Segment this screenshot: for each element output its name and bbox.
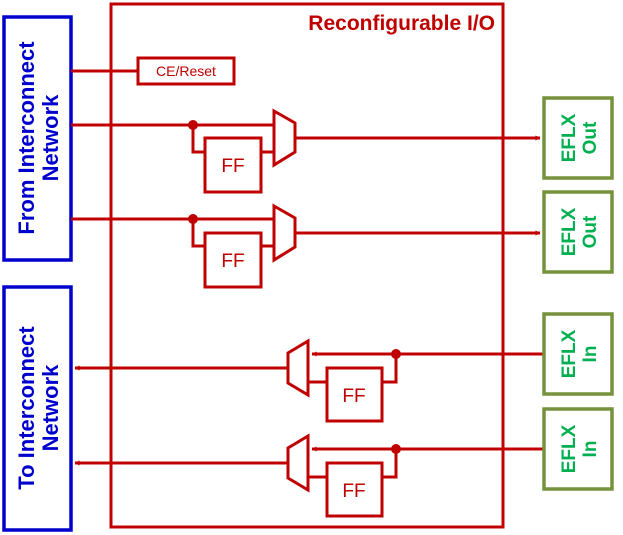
input-path-2-ff-input-wire [382,449,398,479]
input-path-1-eflx-line1: EFLX [559,329,580,378]
input-path-1-ff-label: FF [342,386,365,407]
output-path-2-eflx-line1: EFLX [559,207,580,256]
from-network-label: From Interconnect Network [14,41,63,235]
output-path-2-ff-label: FF [221,251,244,272]
to-interconnect-network-block [2,285,73,532]
to-network-label: To Interconnect Network [14,326,63,490]
output-path-1-ff-label: FF [221,156,244,177]
input-path-2-ff-label: FF [342,481,365,502]
output-path-2-junction-dot [188,214,198,224]
input-path-1-ff-input-wire [382,354,398,384]
output-path-1-eflx-line2: Out [580,121,601,154]
input-path-2-ff-block [325,461,384,518]
output-path-2: FF EFLX Out [71,190,614,289]
input-path-2-eflx-in-block [542,407,614,491]
output-path-2-ff-input-wire [191,219,205,248]
output-path-1-ff-input-wire [191,125,205,154]
input-path-2-eflx-line1: EFLX [559,424,580,473]
input-path-1-eflx-in-block [542,312,614,396]
from-network-line2: Network [38,94,63,182]
from-interconnect-network-block [2,15,73,262]
input-path-1-mux [286,338,310,398]
input-path-1-junction-dot [391,349,401,359]
output-path-2-eflx-line2: Out [580,215,601,248]
from-network-line1: From Interconnect [14,41,39,235]
input-path-2: FF EFLX In [74,407,614,518]
output-path-1: FF EFLX Out [71,96,614,194]
ce-reset-block [136,56,236,86]
output-path-1-junction-dot [188,120,198,130]
to-network-line2: Network [38,364,63,452]
output-path-1-ff-block [203,136,263,194]
input-path-2-mux [286,433,310,493]
output-path-1-mux [272,108,297,168]
input-path-1-eflx-line2: In [580,346,601,363]
block-title: Reconfigurable I/O [308,12,495,35]
input-path-2-junction-dot [391,444,401,454]
ce-reset-label: CE/Reset [156,63,216,79]
output-path-2-eflx-out-block [542,190,614,274]
output-path-2-mux [272,203,297,263]
output-path-1-eflx-out-block [542,96,614,180]
output-path-1-eflx-line1: EFLX [559,113,580,162]
input-path-1: FF EFLX In [74,312,614,423]
input-path-2-eflx-line2: In [580,441,601,458]
input-path-1-ff-block [325,366,384,423]
to-network-line1: To Interconnect [14,326,39,490]
output-path-2-ff-block [203,231,263,289]
